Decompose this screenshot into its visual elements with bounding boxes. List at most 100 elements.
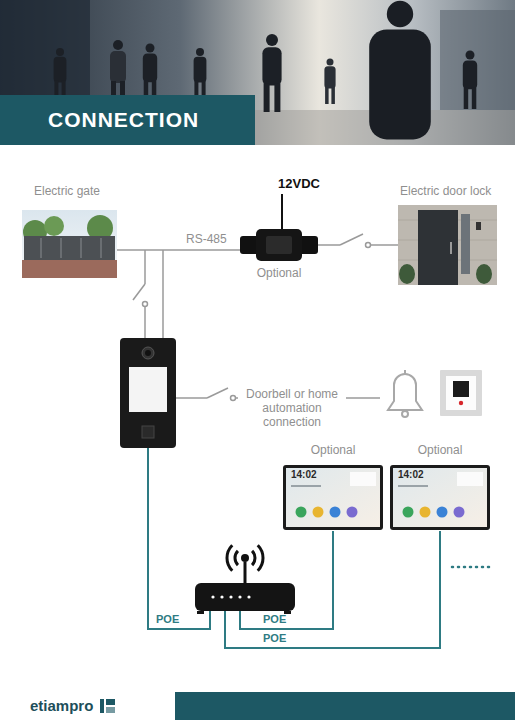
wifi-wave <box>258 545 263 570</box>
relay-module <box>256 229 302 261</box>
app-icon <box>296 507 307 518</box>
pedestrian-body <box>463 60 477 89</box>
pedestrian-leg <box>331 87 335 104</box>
page-title: CONNECTION <box>0 95 255 145</box>
door-window <box>461 214 470 274</box>
wifi-wave <box>252 551 255 565</box>
pedestrian-head <box>146 44 155 53</box>
wire-connector <box>318 244 398 246</box>
pedestrian-body <box>194 57 207 83</box>
gate-bar <box>40 238 42 258</box>
switch-contact <box>143 302 148 307</box>
more-devices-dots <box>452 566 494 569</box>
node-heading: Optional <box>240 266 318 281</box>
chime-glow <box>446 376 476 410</box>
pedestrian-body <box>110 51 126 83</box>
node-heading: Optional <box>390 443 490 458</box>
app-icon <box>347 507 358 518</box>
switch-symbol <box>133 284 145 300</box>
switch-symbol <box>340 234 363 245</box>
poe-cable <box>240 531 333 629</box>
pedestrian-leg <box>464 87 469 109</box>
pedestrian-head <box>387 1 413 27</box>
bus-label: RS-485 <box>186 232 227 246</box>
wire <box>144 307 146 338</box>
footer-band <box>175 692 515 720</box>
wire <box>176 397 207 399</box>
pedestrian-head <box>56 48 64 56</box>
driveway <box>22 260 117 278</box>
monitor-bezel <box>390 465 490 530</box>
power-wire <box>281 194 283 229</box>
tree <box>44 216 64 236</box>
chime-body <box>453 381 469 397</box>
relay-module: Optional <box>240 228 318 284</box>
door-station <box>120 338 176 448</box>
router-foot <box>197 611 204 614</box>
door-handle <box>450 242 452 254</box>
pedestrian-silhouette <box>54 48 67 100</box>
pedestrian-silhouette <box>143 44 157 103</box>
router-led <box>238 595 241 598</box>
pedestrian-body <box>369 29 431 139</box>
screen-date <box>398 485 428 487</box>
pedestrian-head <box>196 48 204 56</box>
name-plate <box>129 367 167 412</box>
wall-lamp <box>476 222 481 230</box>
camera-lens <box>142 347 154 359</box>
plant <box>399 264 415 284</box>
switch-contact <box>366 243 371 248</box>
gate-bar <box>100 238 102 258</box>
pedestrian-silhouette <box>324 59 335 105</box>
screen-card <box>350 472 376 486</box>
screen-clock: 14:02 <box>291 469 383 481</box>
wire <box>162 250 164 338</box>
switch-symbol <box>207 388 228 398</box>
logo-mark <box>106 699 115 705</box>
pedestrian-head <box>327 59 334 66</box>
pedestrian-body <box>324 66 335 88</box>
wifi-wave <box>235 551 238 565</box>
pedestrian-body <box>54 57 67 83</box>
router-led <box>211 595 214 598</box>
router-led <box>229 595 232 598</box>
card-reader <box>142 426 154 438</box>
switch-contact <box>231 396 236 401</box>
poe-label: POE <box>156 613 179 626</box>
wire <box>117 249 240 251</box>
wifi-wave <box>227 545 232 570</box>
gate-fence <box>24 236 115 260</box>
app-icon <box>420 507 431 518</box>
gate-bar <box>80 238 82 258</box>
router <box>195 583 295 611</box>
screen-clock: 14:02 <box>398 469 490 481</box>
door-lock-picture: Electric door lock <box>398 184 498 286</box>
pedestrian-head <box>113 40 123 50</box>
chime-photo <box>440 370 482 416</box>
gate-photo <box>22 210 117 278</box>
pedestrian-body <box>143 53 157 82</box>
door-photo <box>398 205 497 285</box>
logo-mark <box>106 707 115 713</box>
pedestrian-head <box>466 51 475 60</box>
bell-symbol <box>388 374 422 410</box>
pedestrian-body <box>262 47 281 85</box>
pedestrian-silhouette <box>194 48 207 100</box>
node-heading: Optional <box>283 443 383 458</box>
gate-picture: Electric gate <box>22 184 122 278</box>
antenna <box>244 562 247 583</box>
wire <box>144 250 146 284</box>
bell-clapper <box>402 411 408 417</box>
antenna-tip <box>241 554 249 562</box>
app-icon <box>313 507 324 518</box>
app-icon <box>454 507 465 518</box>
pedestrian-silhouette <box>369 1 431 140</box>
pedestrian-silhouette <box>262 34 281 112</box>
app-icon <box>437 507 448 518</box>
pedestrian-leg <box>325 87 329 104</box>
building <box>440 10 515 110</box>
bell-knob <box>404 370 406 374</box>
street-photo <box>0 0 515 145</box>
poe-label: POE <box>263 632 286 645</box>
